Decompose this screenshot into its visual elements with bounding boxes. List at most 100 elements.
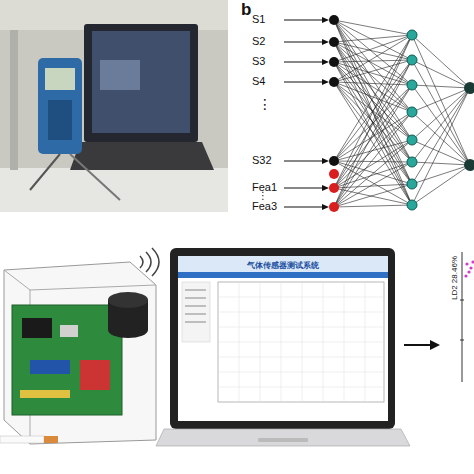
input-arrow [284,82,324,83]
input-arrow [284,207,324,208]
weight-line [334,42,412,140]
weight-line [334,42,412,184]
weight-line [412,162,470,165]
weight-line [412,88,470,140]
arrow-head [322,158,329,164]
arrow-head [322,204,329,210]
weight-line [334,35,412,188]
hidden-neuron [407,107,417,117]
hidden-neuron [407,179,417,189]
input-neuron: S2 [252,34,342,50]
neuron-circle [329,57,339,67]
weight-line [334,35,412,42]
arrow-head [322,185,329,191]
input-neuron: S3 [252,54,342,70]
weight-line [412,165,470,205]
weight-line [334,85,412,207]
weight-line [412,35,470,165]
weight-line [334,188,412,205]
weight-line [334,205,412,207]
output-neuron [464,159,474,171]
hidden-neuron [407,80,417,90]
hidden-neuron [407,200,417,210]
network-connections [329,20,474,210]
neuron-circle [329,37,339,47]
weight-line [412,88,470,184]
neuron-symbol [252,74,342,90]
weight-line [334,62,412,112]
result-arrow [404,340,440,350]
output-neuron [464,82,474,94]
weight-line [334,82,412,205]
neuron-symbol [252,12,342,28]
weight-line [412,140,470,165]
sensor-device [0,248,159,444]
laptop [156,248,410,446]
software-window: 气体传感器测试系统 [178,256,388,421]
weight-line [412,112,470,165]
hidden-neuron [407,55,417,65]
input-neuron: S32 [252,153,342,169]
input-label: S32 [252,154,272,166]
axis-label: LD2 28.46% [450,256,459,300]
arrow-head [322,59,329,65]
weight-line [334,161,412,205]
panel-letter: b [241,0,251,20]
arrow-head [322,17,329,23]
hidden-neuron [407,157,417,167]
input-arrow [284,188,324,189]
input-neuron: Fea3 [252,199,342,215]
input-label: S3 [252,55,265,67]
input-neuron [329,169,339,179]
input-label: Fea3 [252,200,277,212]
weight-line [334,184,412,207]
input-label: S1 [252,13,265,25]
neuron-circle [329,202,339,212]
weight-line [412,88,470,112]
weight-line [334,140,412,161]
weight-line [334,20,412,205]
ellipsis: ⋮ [258,96,272,112]
neuron-symbol [252,54,342,70]
input-arrow [284,20,324,21]
neuron-circle [329,77,339,87]
hidden-neuron [407,30,417,40]
neuron-symbol [252,34,342,50]
weight-line [334,20,412,162]
weight-line [334,162,412,207]
input-neuron: S4 [252,74,342,90]
weight-line [412,85,470,165]
lab-photo [0,0,228,212]
weight-line [334,85,412,188]
weight-line [334,35,412,207]
weight-line [334,112,412,207]
weight-line [334,162,412,188]
input-label: S2 [252,35,265,47]
weight-line [412,35,470,88]
weight-line [412,60,470,165]
weight-line [334,161,412,162]
neuron-circle [329,156,339,166]
weight-line [412,85,470,88]
weight-line [334,20,412,35]
weight-line [412,88,470,205]
weight-line [412,60,470,88]
input-neuron: S1 [252,12,342,28]
weight-line [412,88,470,162]
input-arrow [284,161,324,162]
input-arrow [284,42,324,43]
window-title: 气体传感器测试系统 [178,260,388,271]
input-label: S4 [252,75,265,87]
arrow-head [322,39,329,45]
weight-line [334,60,412,207]
weight-line [334,35,412,161]
ellipsis: ⋮ [258,190,268,201]
hidden-neuron [407,135,417,145]
weight-line [412,165,470,184]
weight-line [334,140,412,207]
input-arrow [284,62,324,63]
neuron-circle [329,183,339,193]
neuron-circle [329,15,339,25]
